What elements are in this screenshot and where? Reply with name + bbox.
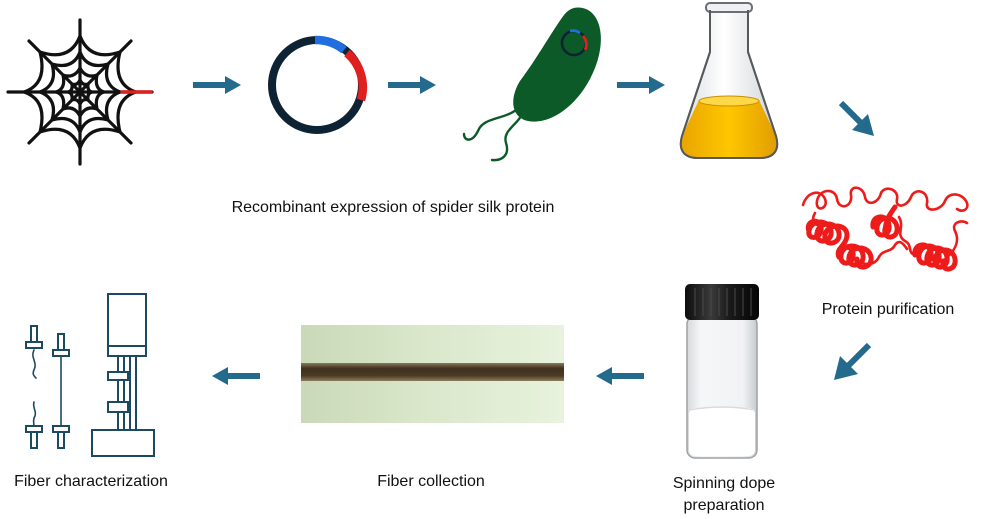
arrow-right-icon [193, 76, 241, 94]
tensile-tester-icon [25, 293, 155, 457]
fiber-micrograph [301, 325, 564, 423]
arrow-right-icon [388, 76, 436, 94]
plasmid-icon [268, 35, 368, 134]
protein-coil-icon [801, 186, 969, 272]
fiber-characterization-label: Fiber characterization [14, 473, 168, 490]
arrow-down-right-icon [838, 100, 874, 136]
arrow-left-icon [212, 367, 260, 385]
protein-purification-label: Protein purification [821, 301, 955, 318]
spinning-dope-label-line2: preparation [683, 497, 765, 514]
spider-web-icon [6, 18, 154, 166]
arrow-left-icon [596, 367, 644, 385]
spinning-dope-label-line1: Spinning dope [672, 475, 776, 492]
arrow-right-icon [617, 76, 665, 94]
bacterium-icon [462, 7, 601, 162]
fiber-collection-label: Fiber collection [377, 473, 485, 490]
vial-icon [685, 284, 759, 459]
arrow-down-left-icon [834, 342, 872, 380]
recombinant-expression-label: Recombinant expression of spider silk pr… [231, 199, 555, 216]
erlenmeyer-flask-icon [679, 2, 779, 159]
